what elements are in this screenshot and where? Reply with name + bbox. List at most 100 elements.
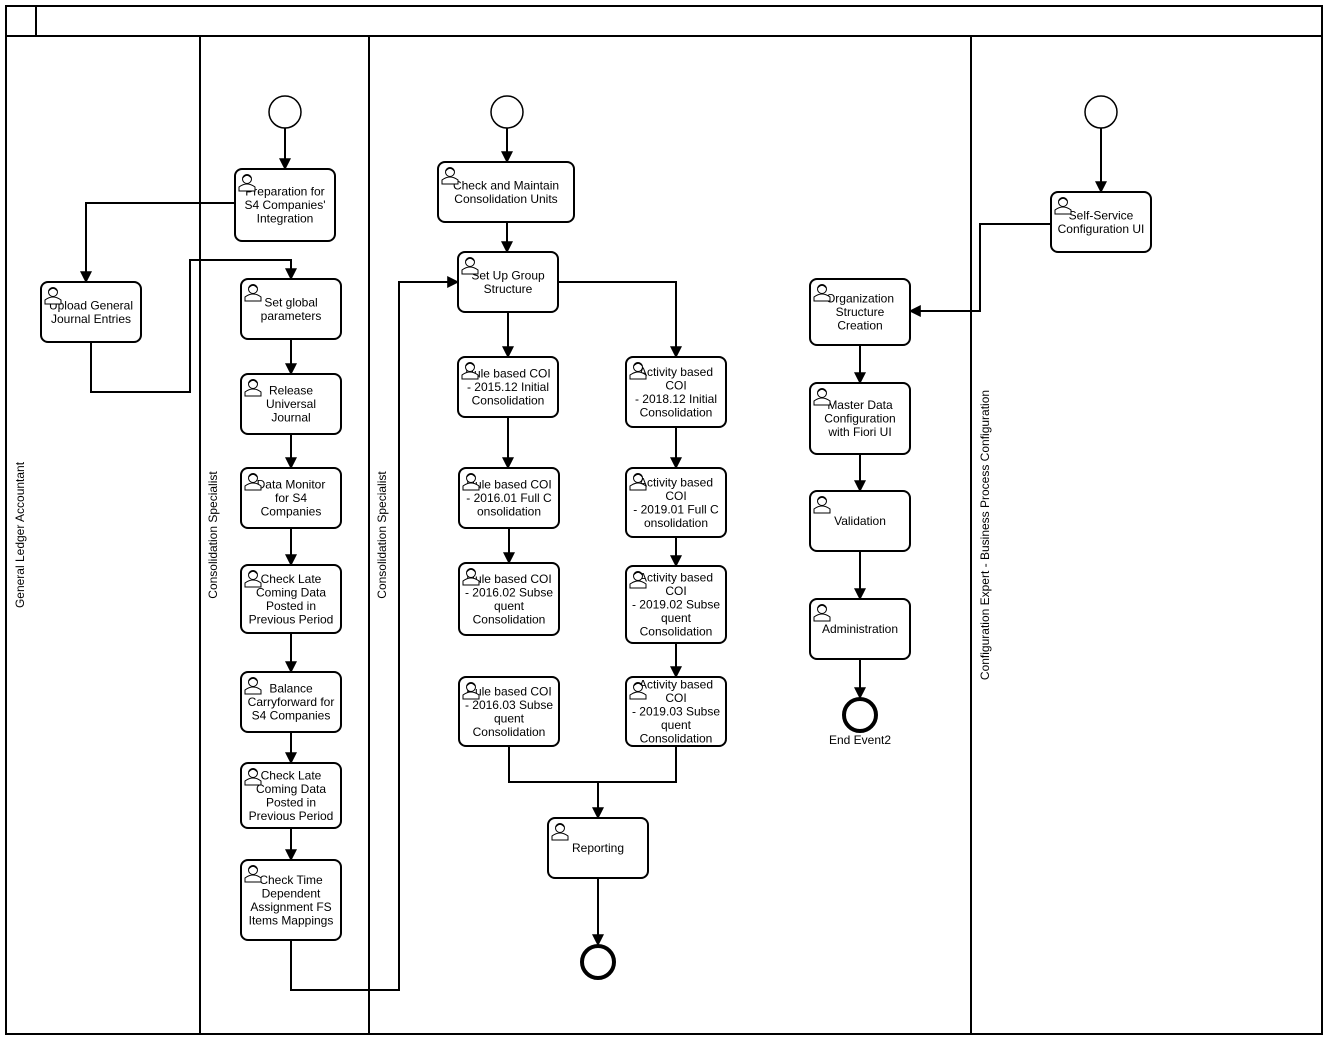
task-val[interactable]: Validation (809, 490, 911, 552)
end-event-2-label: End Event2 (829, 733, 891, 747)
flow-a4-rep (592, 746, 677, 820)
task-box[interactable] (625, 356, 727, 428)
task-box[interactable] (240, 278, 342, 340)
task-box[interactable] (1050, 191, 1152, 253)
task-label-line: Rule based COI (466, 684, 551, 698)
task-box[interactable] (240, 373, 342, 435)
task-label-line: Balance (269, 682, 313, 696)
task-box[interactable] (240, 859, 342, 941)
task-box[interactable] (625, 467, 727, 538)
user-icon (629, 362, 647, 380)
task-box[interactable] (457, 356, 559, 418)
task-box[interactable] (809, 490, 911, 552)
task-box[interactable] (547, 817, 649, 879)
task-label-line: Set Up Group (471, 268, 545, 282)
task-label-line: Dependent (262, 886, 321, 900)
task-box[interactable] (458, 467, 560, 529)
task-box[interactable] (40, 281, 142, 343)
lane-label-general-ledger: General Ledger Accountant (13, 461, 27, 608)
task-label-line: Rule based COI (466, 478, 551, 492)
flow-group-a1 (558, 281, 682, 359)
user-icon (238, 174, 256, 192)
task-label-line: Companies (261, 505, 322, 519)
task-box[interactable] (240, 762, 342, 829)
task-adm[interactable]: Administration (809, 598, 911, 660)
end-event-2[interactable] (842, 697, 878, 733)
start-event-3[interactable] (1084, 95, 1118, 129)
task-label-line: Journal Entries (51, 312, 131, 326)
task-label-line: quent (494, 711, 525, 725)
task-box[interactable] (457, 251, 559, 313)
task-box[interactable] (625, 676, 727, 747)
task-label-line: Consolidation (472, 394, 545, 408)
task-box[interactable] (458, 676, 560, 747)
task-label: Validation (834, 514, 886, 528)
task-label-line: COI (665, 584, 686, 598)
task-label-line: quent (661, 611, 692, 625)
task-label-line: quent (661, 718, 692, 732)
task-label-line: Previous Period (249, 612, 334, 626)
task-label-line: Consolidation Units (454, 192, 557, 206)
task-label-line: Check and Maintain (453, 178, 559, 192)
task-box[interactable] (240, 671, 342, 733)
start-event-2[interactable] (490, 95, 524, 129)
task-box[interactable] (234, 168, 336, 242)
task-label-line: Self-Service (1069, 208, 1134, 222)
task-box[interactable] (809, 278, 911, 346)
user-icon (629, 682, 647, 700)
task-label-line: Check Late (261, 572, 322, 586)
task-label-line: Master Data (827, 398, 893, 412)
task-label-line: Activity based (639, 571, 713, 585)
user-icon (462, 473, 480, 491)
task-box[interactable] (625, 565, 727, 644)
task-box[interactable] (809, 382, 911, 455)
task-box[interactable] (809, 598, 911, 660)
task-label-line: Consolidation (640, 732, 713, 746)
task-box[interactable] (240, 564, 342, 634)
task-box[interactable] (458, 562, 560, 636)
task-box[interactable] (240, 467, 342, 529)
task-box[interactable] (437, 161, 575, 223)
task-rep[interactable]: Reporting (547, 817, 649, 879)
task-label-line: Coming Data (256, 585, 326, 599)
task-label-line: Reporting (572, 841, 624, 855)
task-label-line: Set global (264, 295, 317, 309)
user-icon (244, 284, 262, 302)
end-event-1[interactable] (580, 944, 616, 980)
user-icon (813, 604, 831, 622)
start-event-1[interactable] (268, 95, 302, 129)
task-label-line: Activity based (639, 678, 713, 692)
task-label-line: COI (665, 378, 686, 392)
